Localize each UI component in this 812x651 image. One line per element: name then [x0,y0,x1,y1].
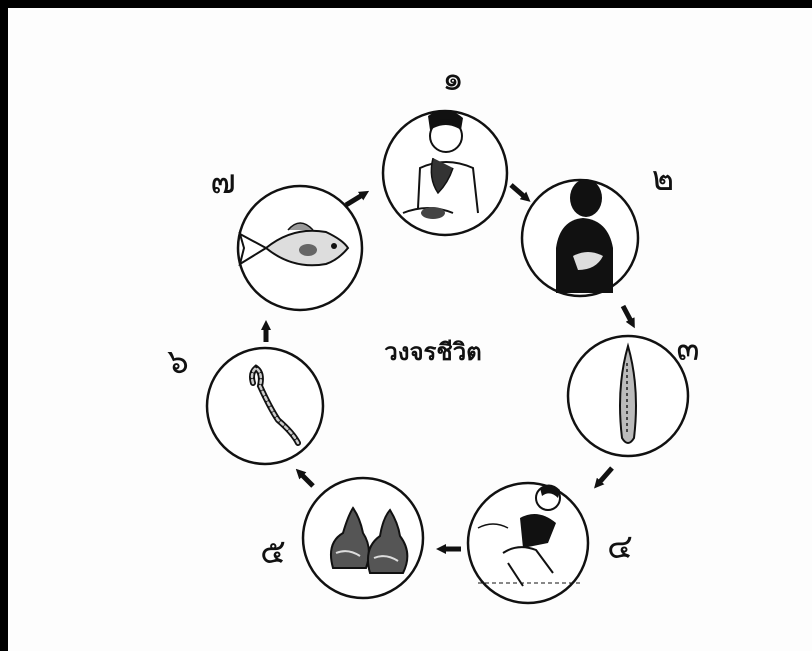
life-cycle-diagram: วงจรชีวิต ๑ ๒ ๓ ๔ ๕ ๖ ๗ [8,8,812,651]
arrow-5-to-6 [300,473,313,486]
stage-3-liver-fluke-illustration [568,336,688,456]
diagram-frame: วงจรชีวิต ๑ ๒ ๓ ๔ ๕ ๖ ๗ [8,8,812,651]
stage-2-human-liver-illustration [522,179,638,296]
stage-3-label: ๓ [676,329,699,369]
stage-7-fish-illustration [238,186,362,310]
stage-2-label: ๒ [652,159,674,199]
stage-7-label: ๗ [210,162,236,202]
stage-6-cercaria-illustration [207,348,323,464]
stage-1-label: ๑ [442,59,464,99]
stage-5-label: ๕ [260,532,286,572]
stage-4-label: ๔ [607,527,633,567]
arrow-1-to-2 [511,185,526,198]
stage-4-person-squatting-illustration [468,483,588,603]
stage-1-man-eating-illustration [383,110,507,235]
arrow-7-to-1 [346,194,364,205]
arrow-3-to-4 [598,468,612,484]
arrow-2-to-3 [623,306,632,323]
stage-6-label: ๖ [167,342,189,382]
diagram-title: วงจรชีวิต [384,338,482,366]
stage-5-snails-illustration [303,478,423,598]
